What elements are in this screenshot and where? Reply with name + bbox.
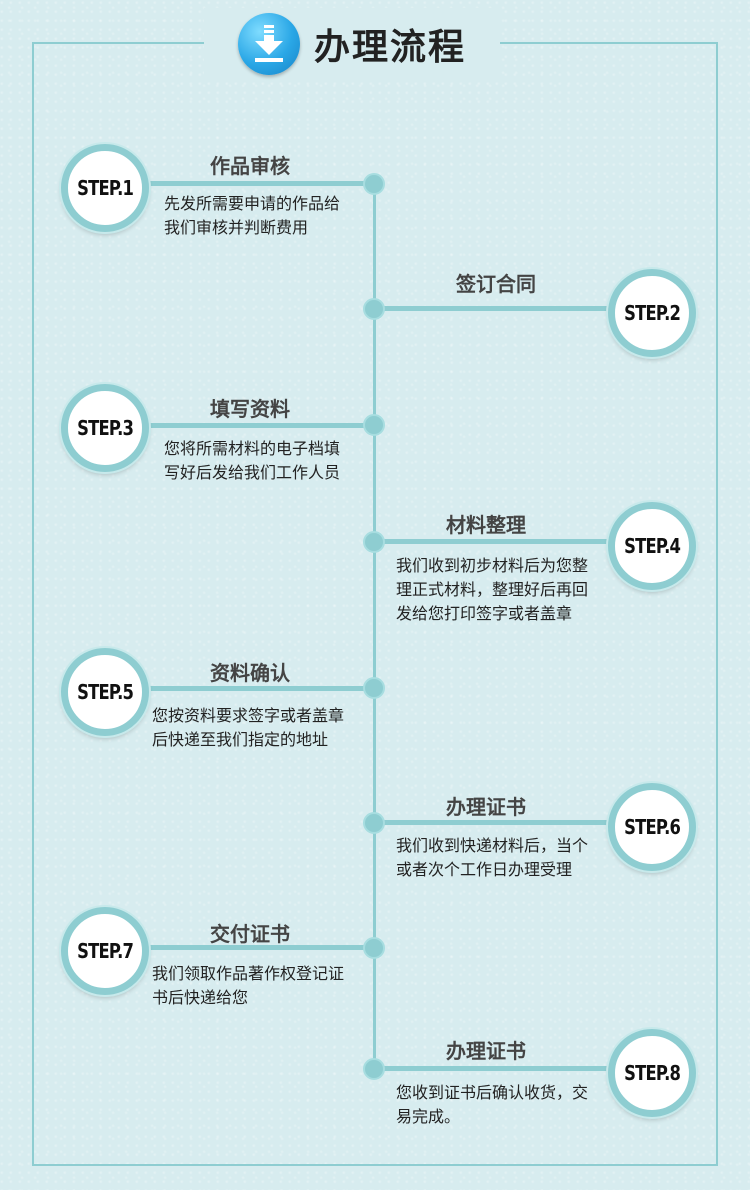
timeline-dot <box>363 1058 385 1080</box>
step-badge: STEP.4 <box>608 502 696 590</box>
section-header: 办理流程 <box>204 8 500 80</box>
step-badge: STEP.6 <box>608 783 696 871</box>
step-badge: STEP.1 <box>61 144 149 232</box>
step-title: 签订合同 <box>456 272 536 296</box>
step-badge: STEP.3 <box>61 384 149 472</box>
step-description: 您收到证书后确认收货，交易完成。 <box>396 1083 589 1126</box>
timeline-spine <box>373 183 376 1071</box>
step-title: 办理证书 <box>446 795 526 819</box>
step-title: 材料整理 <box>446 513 526 537</box>
step-title: 资料确认 <box>210 661 290 685</box>
step-description: 我们领取作品著作权登记证书后快递给您 <box>152 964 345 1007</box>
step-connector <box>140 945 376 950</box>
step-connector <box>140 423 376 428</box>
timeline-dot <box>363 677 385 699</box>
step-connector <box>140 686 376 691</box>
step-connector <box>376 306 616 311</box>
step-title: 办理证书 <box>446 1039 526 1063</box>
timeline-dot <box>363 298 385 320</box>
step-description: 您将所需材料的电子档填写好后发给我们工作人员 <box>164 439 341 482</box>
timeline-dot <box>363 937 385 959</box>
step-description: 先发所需要申请的作品给我们审核并判断费用 <box>164 194 341 237</box>
step-badge: STEP.7 <box>61 907 149 995</box>
step-connector <box>376 1066 616 1071</box>
step-title: 交付证书 <box>210 922 290 946</box>
step-description: 您按资料要求签字或者盖章后快递至我们指定的地址 <box>152 706 345 749</box>
timeline-dot <box>363 531 385 553</box>
step-badge: STEP.2 <box>608 269 696 357</box>
step-badge: STEP.8 <box>608 1029 696 1117</box>
step-description: 我们收到初步材料后为您整理正式材料，整理好后再回发给您打印签字或者盖章 <box>396 556 589 623</box>
step-title: 填写资料 <box>210 397 290 421</box>
step-connector <box>376 820 616 825</box>
timeline-dot <box>363 173 385 195</box>
timeline-dot <box>363 812 385 834</box>
timeline-dot <box>363 414 385 436</box>
page-title: 办理流程 <box>313 27 466 68</box>
download-icon <box>237 13 300 75</box>
step-description: 我们收到快递材料后，当个或者次个工作日办理受理 <box>396 836 589 879</box>
step-connector <box>140 181 376 186</box>
step-badge: STEP.5 <box>61 648 149 736</box>
step-title: 作品审核 <box>210 154 290 178</box>
step-connector <box>376 539 616 544</box>
